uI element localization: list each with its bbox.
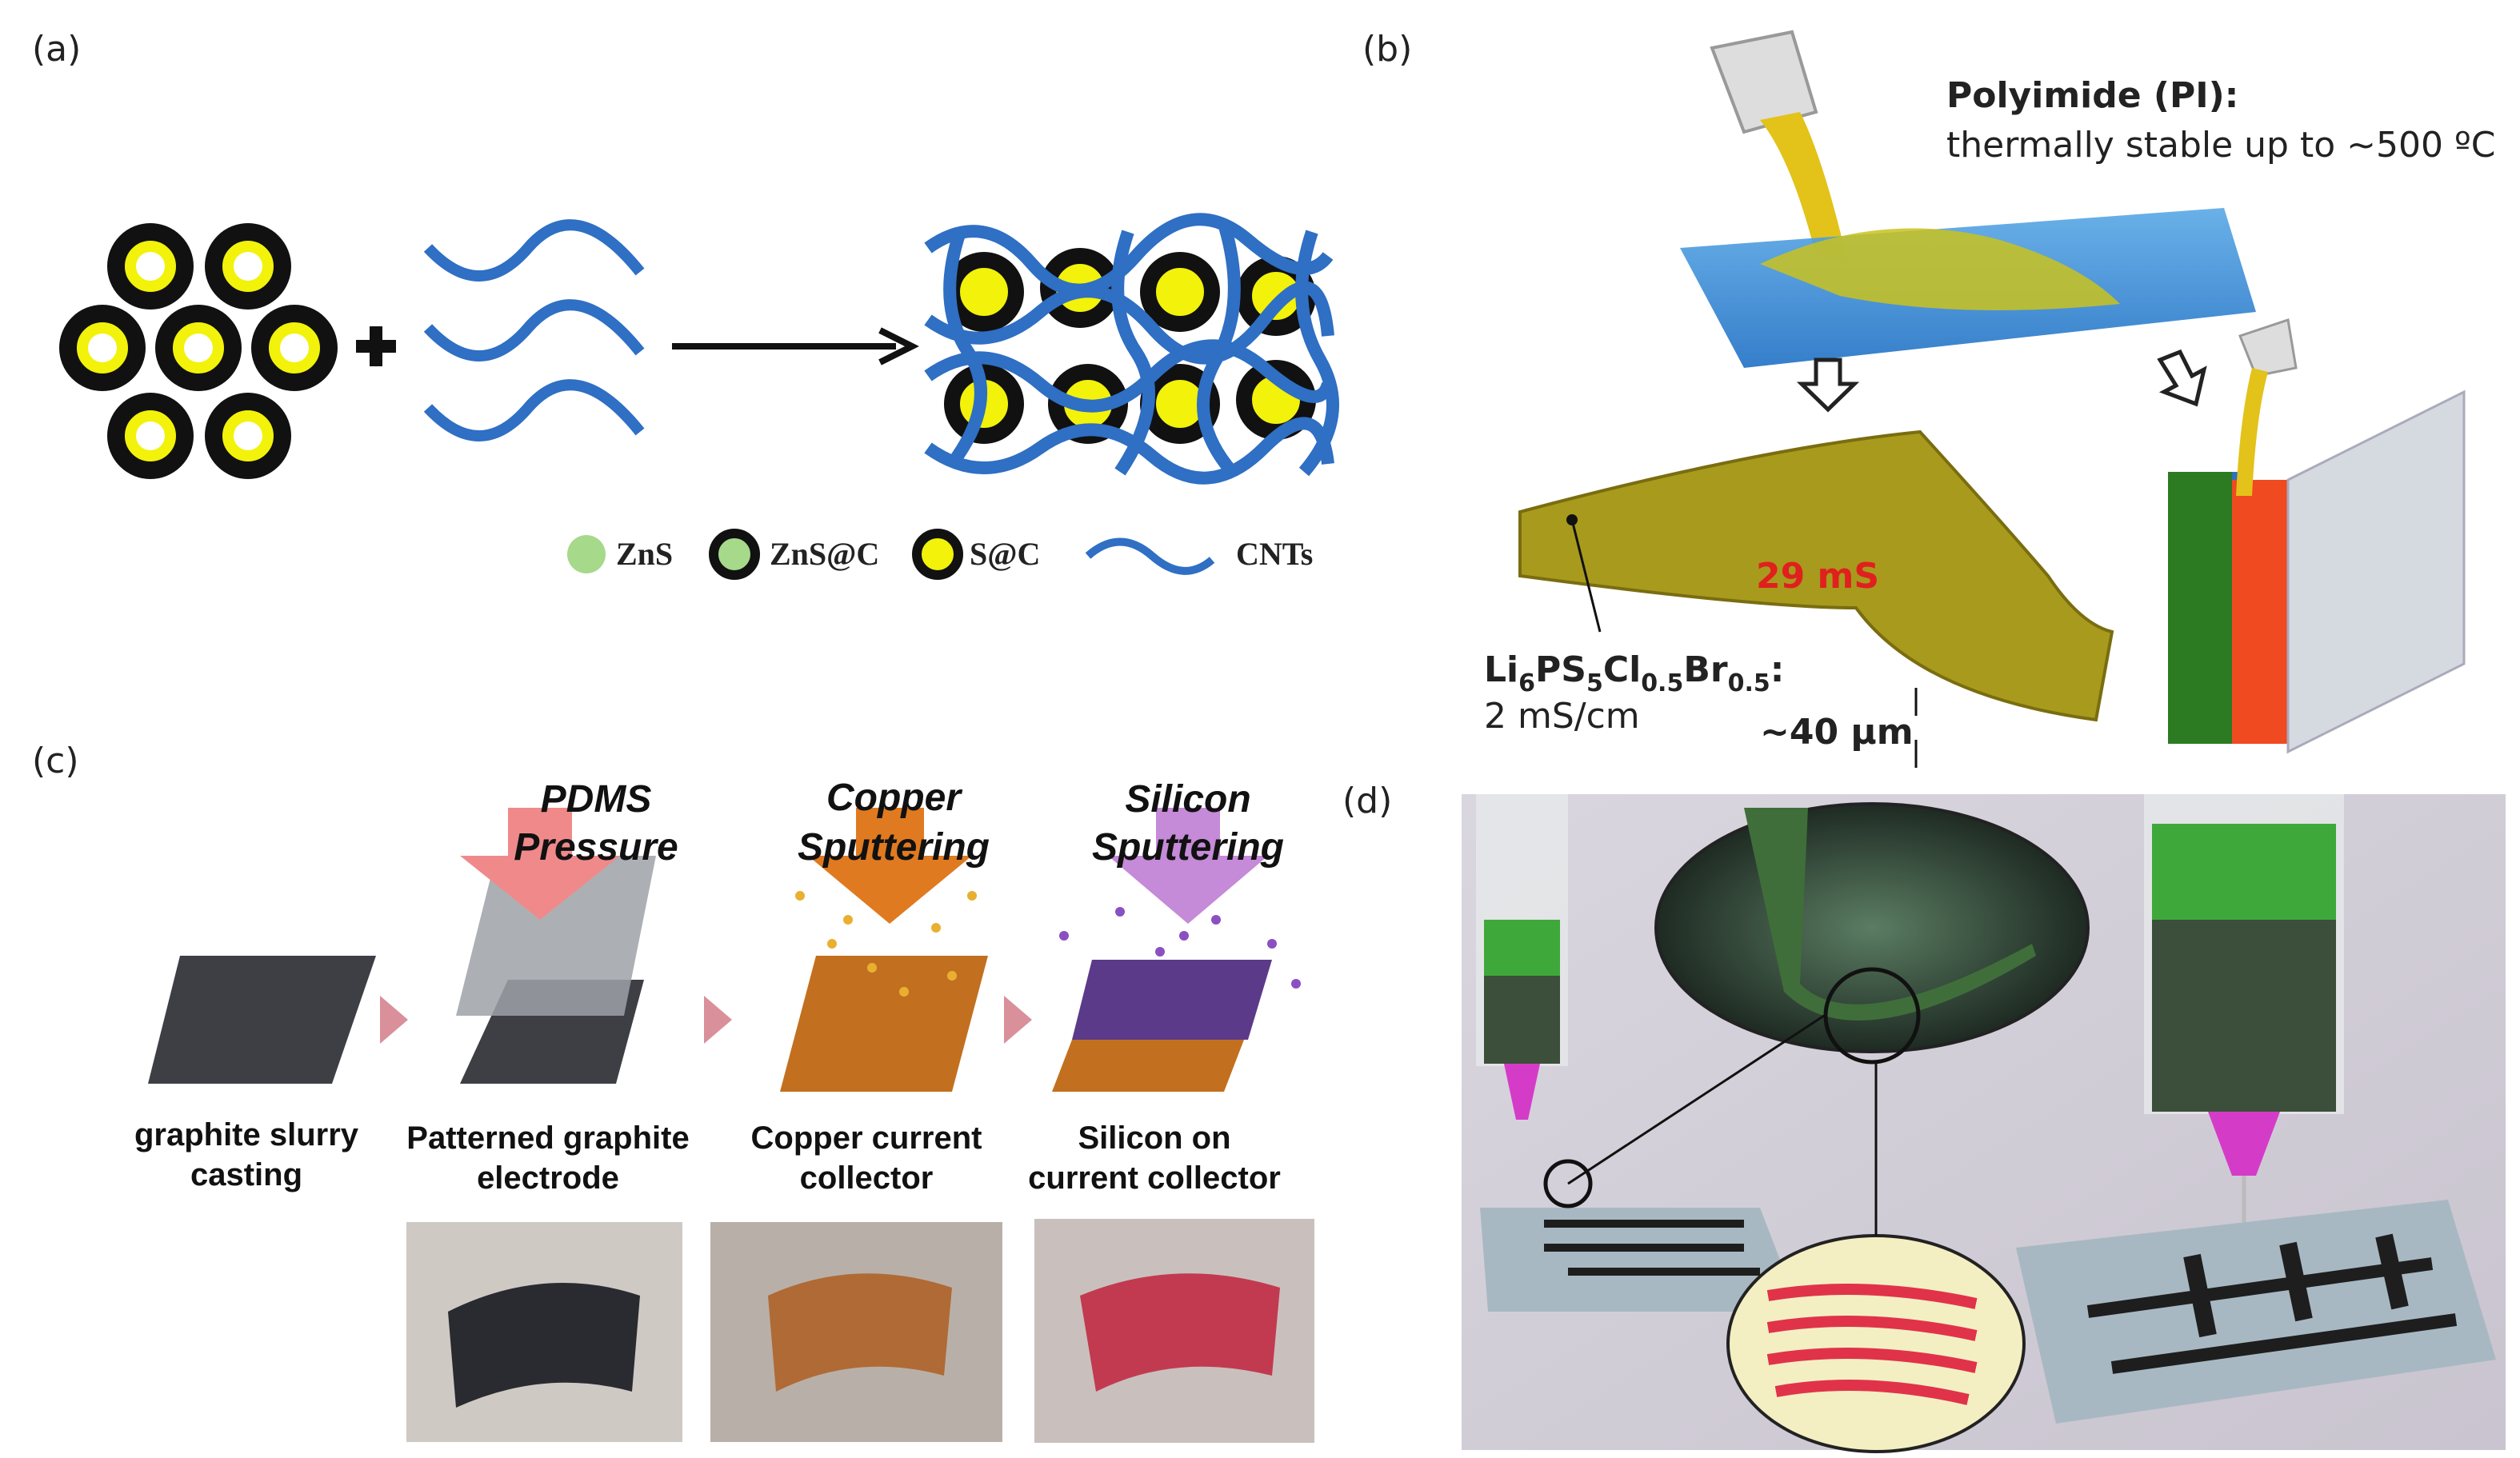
magnified-fiber-inset [1726, 1064, 2026, 1453]
step-title: PDMS [541, 778, 652, 821]
step-caption: Patterned graphite [406, 1120, 689, 1156]
flexible-electrolyte-sheet [1518, 429, 2114, 722]
legend: ZnS ZnS@C S@C CNTs [567, 529, 1313, 580]
step-caption: current collector [1028, 1160, 1281, 1196]
step-caption: electrode [477, 1160, 619, 1196]
panel-b: (b) Polyimide (PI): thermally stable up … [1362, 29, 2495, 768]
panel-a: (a) [32, 29, 1339, 580]
step-caption: collector [800, 1160, 934, 1196]
step-caption: graphite slurry [134, 1117, 359, 1152]
pi-subtitle: thermally stable up to ~500 ºC [1946, 125, 2495, 166]
thickness-value: ~40 µm [1760, 712, 1914, 753]
znsc-legend-icon [709, 529, 760, 580]
step-title: Pressure [514, 826, 678, 869]
step-arrow-icon [380, 996, 408, 1044]
conductance-value: 29 mS [1756, 556, 1879, 597]
right-substrate-pattern [2016, 1200, 2496, 1424]
electrolyte-formula: Li6PS5Cl0.5Br0.5: [1484, 649, 1784, 697]
cnt-mat [1680, 208, 2256, 368]
step-caption: casting [190, 1157, 302, 1192]
pdms-step-illustration [456, 808, 656, 1084]
photo-graphite-electrode [406, 1222, 682, 1442]
panel-d: (d) [1342, 781, 2506, 1453]
sac-particle-cluster [59, 223, 338, 479]
magnified-nozzle-inset [1567, 802, 2090, 1185]
legend-sc: S@C [970, 536, 1040, 572]
battery-cell-stack [2168, 318, 2466, 754]
step-caption: Silicon on [1078, 1120, 1230, 1156]
beaker-pouring-icon [1710, 30, 1848, 264]
step-title: Sputtering [1092, 826, 1284, 869]
step-title: Silicon [1125, 778, 1250, 821]
panel-a-label: (a) [32, 29, 81, 70]
legend-cnts: CNTs [1236, 536, 1313, 572]
right-syringe [2144, 794, 2344, 1248]
left-syringe [1476, 794, 1568, 1120]
step-arrow-icon [1004, 996, 1032, 1044]
arrow-right-icon [672, 327, 919, 365]
conductivity-value: 2 mS/cm [1484, 696, 1640, 737]
step-title: Copper [826, 777, 962, 819]
left-substrate-pattern [1480, 1159, 1800, 1312]
legend-zns: ZnS [616, 536, 673, 572]
zns-legend-icon [567, 535, 606, 573]
step-caption: Copper current [751, 1120, 982, 1156]
photo-copper-collector [710, 1222, 1002, 1442]
copper-step-illustration [780, 808, 988, 1092]
panel-b-label: (b) [1362, 29, 1412, 70]
cnt-legend-icon [1085, 537, 1215, 575]
legend-znsc: ZnS@C [770, 536, 879, 572]
composite-structure [924, 213, 1339, 485]
step-title: Sputtering [798, 826, 990, 869]
silicon-step-illustration [1052, 808, 1301, 1092]
photo-silicon-collector [1034, 1219, 1314, 1443]
panel-c: (c) PDMS Pressure Copper Sputtering [32, 741, 1314, 1443]
graphite-sheet [148, 956, 376, 1084]
panel-d-label: (d) [1342, 781, 1392, 821]
pi-title: Polyimide (PI): [1946, 75, 2238, 116]
down-arrow-icon [1796, 349, 2207, 413]
step-arrow-icon [704, 996, 732, 1044]
sc-legend-icon [912, 529, 963, 580]
cnt-waves [423, 219, 645, 441]
plus-icon [356, 326, 396, 366]
panel-c-label: (c) [32, 741, 79, 781]
